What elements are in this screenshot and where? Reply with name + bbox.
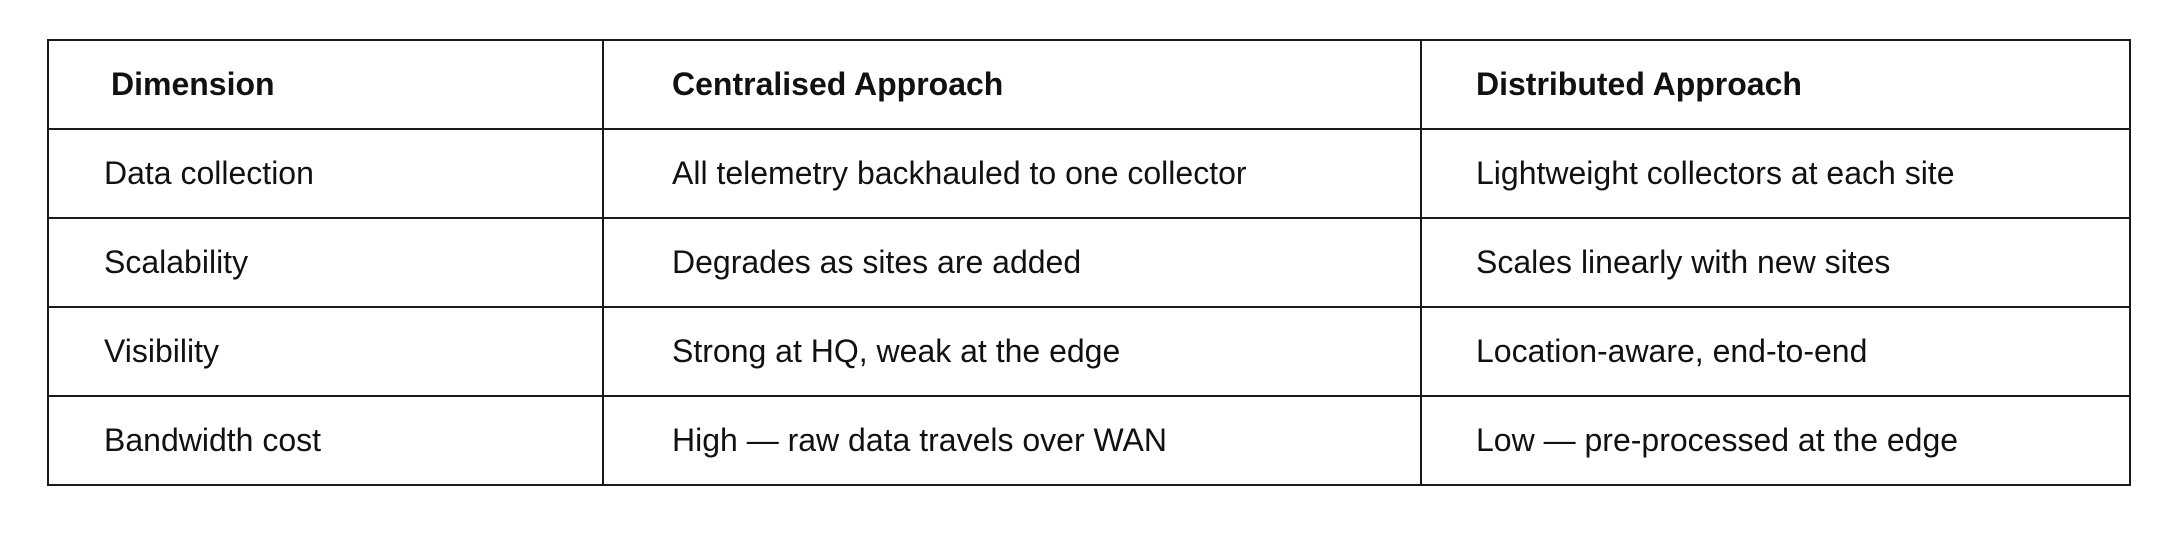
table-header: Dimension Centralised Approach Distribut… xyxy=(47,39,2131,130)
header-distributed-approach: Distributed Approach xyxy=(1420,39,2131,130)
cell-dimension: Visibility xyxy=(47,306,604,397)
cell-dimension: Bandwidth cost xyxy=(47,395,604,486)
cell-centralised: High — raw data travels over WAN xyxy=(602,395,1422,486)
cell-distributed: Location-aware, end-to-end xyxy=(1420,306,2131,397)
comparison-table: Dimension Centralised Approach Distribut… xyxy=(47,39,2131,486)
table-row: Bandwidth cost High — raw data travels o… xyxy=(47,395,2131,486)
cell-dimension: Data collection xyxy=(47,128,604,219)
table-body: Data collection All telemetry backhauled… xyxy=(47,128,2131,486)
cell-dimension: Scalability xyxy=(47,217,604,308)
cell-centralised: Strong at HQ, weak at the edge xyxy=(602,306,1422,397)
cell-distributed: Low — pre-processed at the edge xyxy=(1420,395,2131,486)
table-row: Data collection All telemetry backhauled… xyxy=(47,128,2131,219)
cell-distributed: Lightweight collectors at each site xyxy=(1420,128,2131,219)
cell-distributed: Scales linearly with new sites xyxy=(1420,217,2131,308)
cell-centralised: Degrades as sites are added xyxy=(602,217,1422,308)
header-centralised-approach: Centralised Approach xyxy=(602,39,1422,130)
table-row: Scalability Degrades as sites are added … xyxy=(47,217,2131,308)
header-dimension: Dimension xyxy=(47,39,604,130)
cell-centralised: All telemetry backhauled to one collecto… xyxy=(602,128,1422,219)
table-row: Visibility Strong at HQ, weak at the edg… xyxy=(47,306,2131,397)
header-row: Dimension Centralised Approach Distribut… xyxy=(47,39,2131,130)
